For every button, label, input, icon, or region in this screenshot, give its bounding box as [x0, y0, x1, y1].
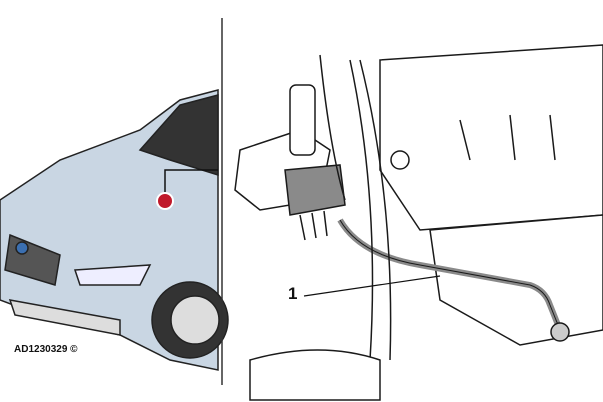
engine-detail: [234, 44, 603, 401]
reference-code: AD1230329 ©: [14, 344, 78, 355]
callout-number-1: 1: [288, 284, 298, 303]
car-overview: [0, 89, 229, 371]
location-marker: [156, 169, 218, 210]
callout-leader-line: [303, 275, 441, 297]
